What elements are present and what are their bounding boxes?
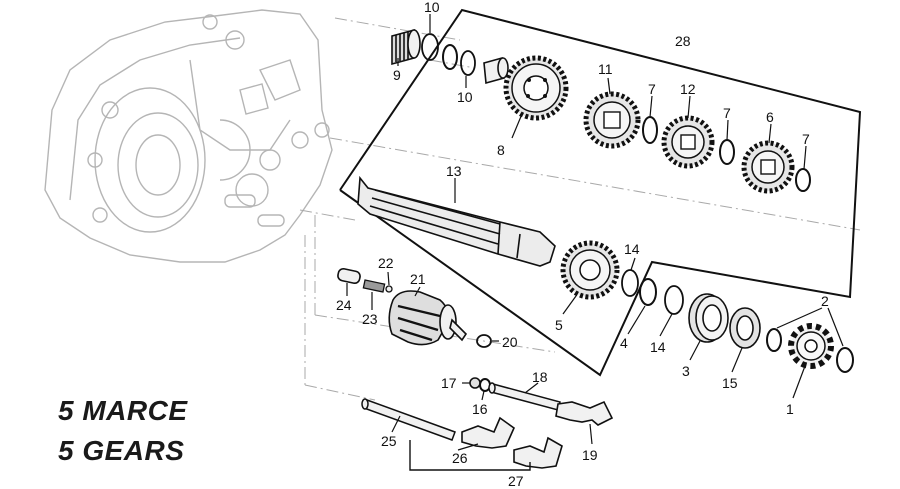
leader-lines [346, 14, 844, 451]
callout-16: 16 [472, 401, 488, 417]
title-english: 5 GEARS [58, 435, 185, 466]
callout-4: 4 [620, 335, 628, 351]
circlip-part-7-b [719, 139, 735, 165]
callout-1: 1 [786, 401, 794, 417]
circlip-part-4 [639, 278, 657, 306]
bushing [483, 56, 509, 85]
callout-8: 8 [497, 142, 505, 158]
callout-22: 22 [378, 255, 394, 271]
callout-21: 21 [410, 271, 426, 287]
circlip-part-7-a [642, 116, 658, 144]
title-italian: 5 MARCE [58, 395, 188, 426]
callout-24: 24 [336, 297, 352, 313]
callout-28: 28 [675, 33, 691, 49]
callout-14-a: 14 [624, 241, 640, 257]
callout-17: 17 [441, 375, 457, 391]
callout-19: 19 [582, 447, 598, 463]
assembly-frame-28 [339, 8, 862, 377]
callout-14-b: 14 [650, 339, 666, 355]
callout-5: 5 [555, 317, 563, 333]
callout-25: 25 [381, 433, 397, 449]
fork-rod-part-25 [361, 398, 456, 441]
callout-11: 11 [598, 61, 613, 77]
washer-part-10-lower [460, 50, 476, 76]
callout-13: 13 [446, 163, 462, 179]
selector-fork-part-27 [513, 436, 563, 469]
washer-part-14-a [621, 269, 639, 297]
gear-part-11 [583, 91, 641, 149]
washer-part-20 [476, 334, 492, 348]
sprocket-part-1 [788, 323, 834, 369]
gear-part-5 [560, 240, 620, 300]
callout-10-top: 10 [424, 0, 440, 15]
callout-7-a: 7 [648, 81, 656, 97]
bracket-part-27 [409, 440, 531, 471]
gear-part-8 [503, 55, 569, 121]
callout-7-c: 7 [802, 131, 810, 147]
washer-part-10-upper [421, 33, 439, 61]
circlip-part-7-c [795, 168, 811, 192]
pin-part-24 [337, 267, 361, 285]
callout-12: 12 [680, 81, 696, 97]
circlip-upper-a [442, 44, 458, 70]
part-17 [469, 377, 481, 389]
callout-23: 23 [362, 311, 378, 327]
callout-20: 20 [502, 334, 518, 350]
ball-part-22 [385, 285, 393, 293]
projection-lines [299, 17, 861, 401]
needle-bearing-part-9 [391, 28, 421, 66]
washer-part-14-b [664, 285, 684, 315]
selector-fork-part-19 [555, 400, 614, 426]
callout-26: 26 [452, 450, 468, 466]
splined-shaft-part-13 [357, 175, 556, 267]
spring-part-23 [362, 279, 386, 293]
crankcase-ghost [44, 9, 333, 263]
selector-fork-part-26 [461, 416, 515, 449]
callout-18: 18 [532, 369, 548, 385]
selector-drum-part-21 [388, 290, 468, 346]
callout-2: 2 [821, 293, 829, 309]
gear-part-6 [741, 140, 795, 194]
callout-3: 3 [682, 363, 690, 379]
callout-27: 27 [508, 473, 524, 489]
ball-bearing-part-3 [688, 293, 729, 343]
circlip-part-2-b [836, 347, 854, 373]
fork-shaft-part-18 [488, 382, 561, 411]
gear-part-12 [661, 115, 715, 169]
callout-6: 6 [766, 109, 774, 125]
callout-7-b: 7 [723, 105, 731, 121]
oil-seal-part-15 [729, 307, 761, 349]
circlip-part-2-a [766, 328, 782, 352]
callout-9: 9 [393, 67, 401, 83]
callout-15: 15 [722, 375, 738, 391]
callout-10-bottom: 10 [457, 89, 473, 105]
